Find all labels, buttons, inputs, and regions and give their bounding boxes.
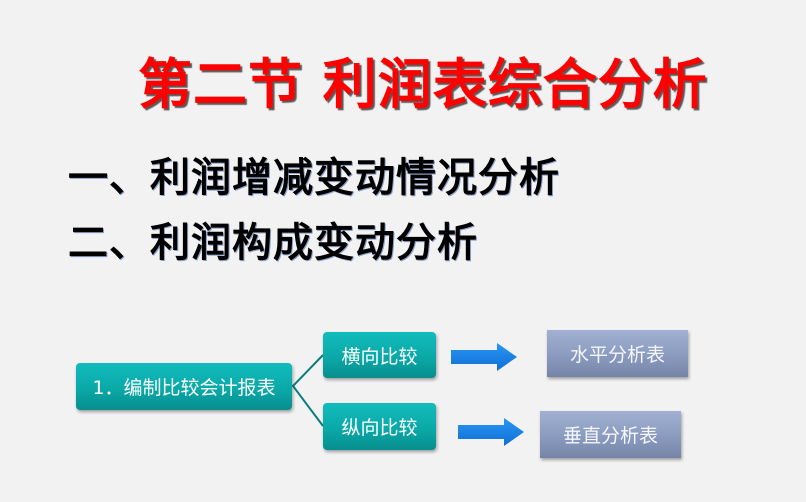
right-arrow-icon (451, 343, 517, 371)
branch-label-horizontal: 横向比较 (341, 345, 418, 368)
result-label-horizontal: 水平分析表 (569, 344, 665, 366)
result-label-vertical: 垂直分析表 (562, 425, 658, 447)
right-arrow-icon (458, 418, 524, 446)
result-node-vertical: 垂直分析表 (540, 411, 681, 458)
branch-node-horizontal: 横向比较 (323, 332, 436, 378)
root-node-label: 1．编制比较会计报表 (92, 377, 276, 399)
subtitle-1: 一、利润增减变动情况分析 (68, 155, 560, 201)
result-node-horizontal: 水平分析表 (547, 330, 688, 377)
subtitle-2: 二、利润构成变动分析 (68, 220, 478, 266)
root-node: 1．编制比较会计报表 (76, 363, 292, 410)
branch-node-vertical: 纵向比较 (323, 403, 436, 450)
slide-title: 第二节 利润表综合分析 (138, 53, 708, 116)
branch-label-vertical: 纵向比较 (341, 417, 418, 439)
